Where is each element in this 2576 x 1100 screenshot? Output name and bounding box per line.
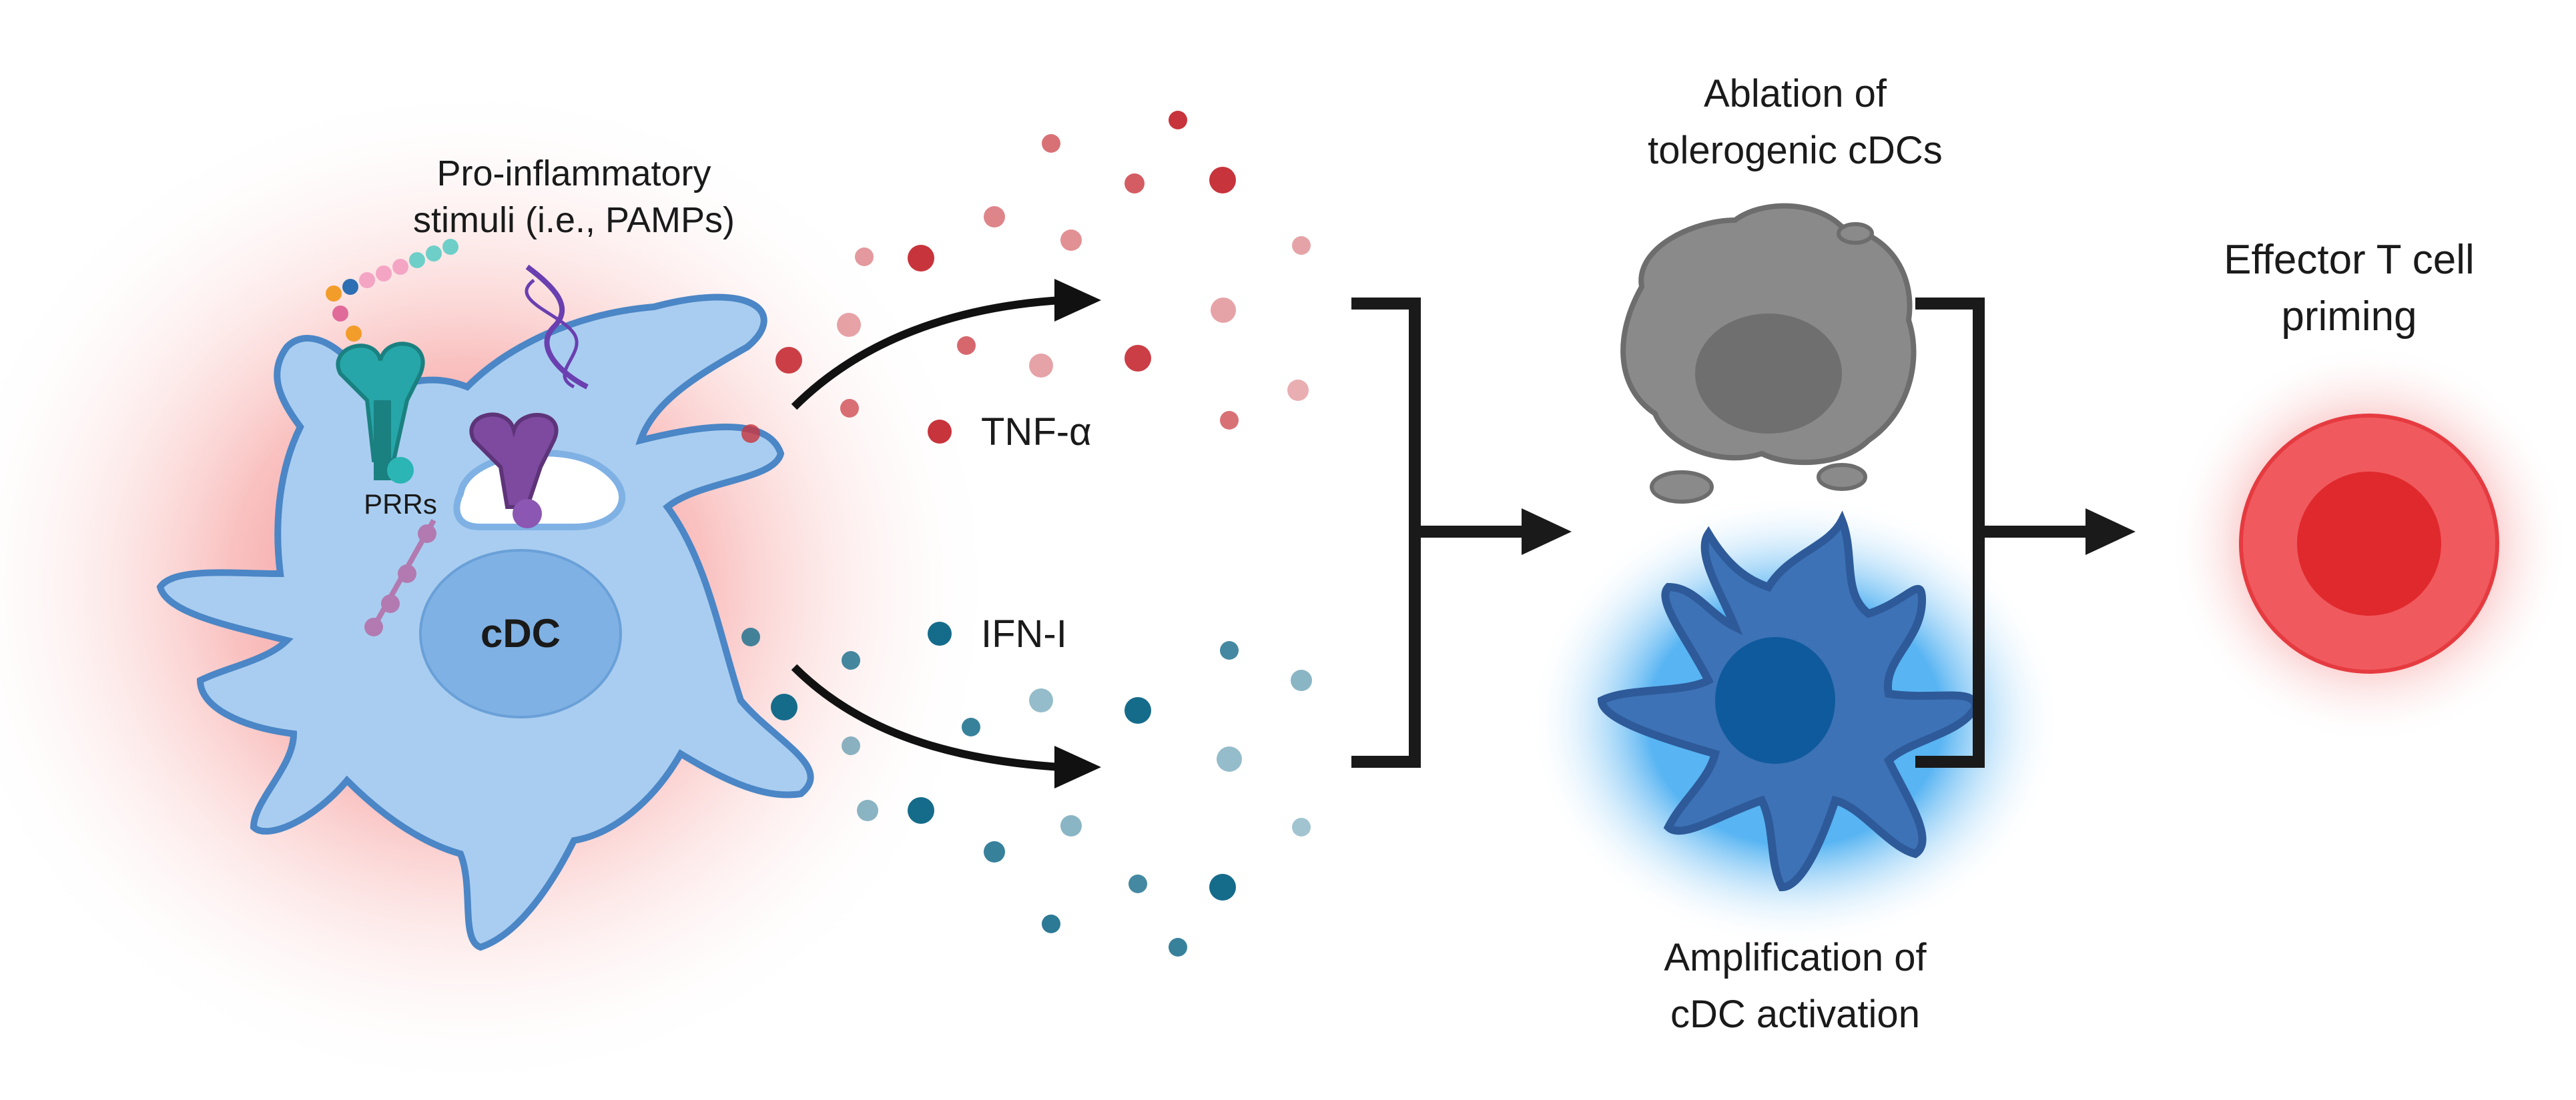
tnf-legend-dot [928,420,952,444]
pamp-chain-icon [326,239,458,342]
activated-cdc-icon [1528,494,2062,947]
prrs-label: PRRs [364,488,437,520]
ifn-cytokine-dot [1029,688,1053,712]
ifn-cytokine-dot [1124,697,1151,724]
arrow-to-ifn-icon [791,664,1062,771]
cdc-label: cDC [480,611,561,656]
ifn-cytokine-dot [1220,641,1239,660]
arrow-to-tnf-head [1054,279,1101,322]
ifn-cytokine-dot [1291,670,1312,691]
tnf-dot-cloud [741,111,1311,443]
ifn-cytokine-dot [1169,938,1187,957]
tnf-cytokine-dot [1060,229,1082,251]
tnf-cytokine-dot [1287,380,1309,401]
tnf-cytokine-dot [1029,354,1053,378]
ifn-cytokine-dot [857,800,878,821]
tnf-cytokine-dot [837,313,861,337]
effector-label-line2: priming [2281,294,2417,340]
tnf-cytokine-dot [775,347,802,374]
tnf-cytokine-dot [1211,298,1236,323]
tnf-cytokine-dot [741,424,760,443]
tnf-cytokine-dot [1042,134,1060,153]
ifn-cytokine-dot [1129,875,1147,893]
dead-cdc-icon [1620,203,1917,504]
ifn-legend-dot [928,622,952,646]
tnf-cytokine-dot [1169,111,1187,129]
tnf-cytokine-dot [957,336,976,355]
tnf-label: TNF-α [981,410,1092,454]
tnf-cytokine-dot [1220,411,1239,430]
dna-strand-2 [525,279,579,389]
tnf-cytokine-dot [840,399,859,418]
ifn-label: IFN-I [981,612,1067,656]
ifn-cytokine-dot [771,694,797,720]
arrow-to-tnf-icon [791,296,1062,410]
tnf-cytokine-dot [1209,167,1236,193]
ifn-dot-cloud [741,628,1312,957]
ifn-cytokine-dot [1292,818,1311,837]
tnf-cytokine-dot [1292,236,1311,255]
arrow-to-middle-icon [1522,508,1572,555]
ifn-cytokine-dot [1209,874,1236,901]
ifn-cytokine-dot [908,797,934,824]
ifn-cytokine-dot [842,651,860,670]
teal-receptor-icon [336,342,425,484]
signaling-chain-icon [364,519,436,636]
ifn-cytokine-dot [842,736,860,755]
stimuli-label-line2: stimuli (i.e., PAMPs) [413,200,735,240]
arrow-to-ifn-head [1054,746,1101,788]
ifn-cytokine-dot [1060,815,1082,837]
tnf-cytokine-dot [984,206,1005,227]
ablation-label-line1: Ablation of [1704,72,1887,115]
effector-label-line1: Effector T cell [2224,237,2475,283]
t-cell-icon [2169,344,2569,744]
ifn-cytokine-dot [741,628,760,646]
bracket-left-icon [1351,298,1421,768]
cdc-cell-group: cDC [0,80,1001,1094]
tnf-cytokine-dot [855,247,874,266]
stimuli-label-line1: Pro-inflammatory [436,153,711,193]
purple-receptor-icon [469,412,559,528]
ifn-cytokine-dot [962,718,980,736]
amplification-label-line2: cDC activation [1670,993,1920,1036]
cdc-nucleus [419,549,622,718]
ifn-cytokine-dot [984,841,1005,863]
arrow-to-tcell-icon [2085,508,2136,555]
tnf-cytokine-dot [1124,345,1151,372]
ablation-label-line2: tolerogenic cDCs [1648,129,1943,172]
ifn-cytokine-dot [1042,915,1060,933]
tnf-cytokine-dot [908,245,934,271]
tnf-cytokine-dot [1124,173,1145,193]
amplification-label-line1: Amplification of [1664,936,1927,979]
ifn-cytokine-dot [1217,746,1242,772]
